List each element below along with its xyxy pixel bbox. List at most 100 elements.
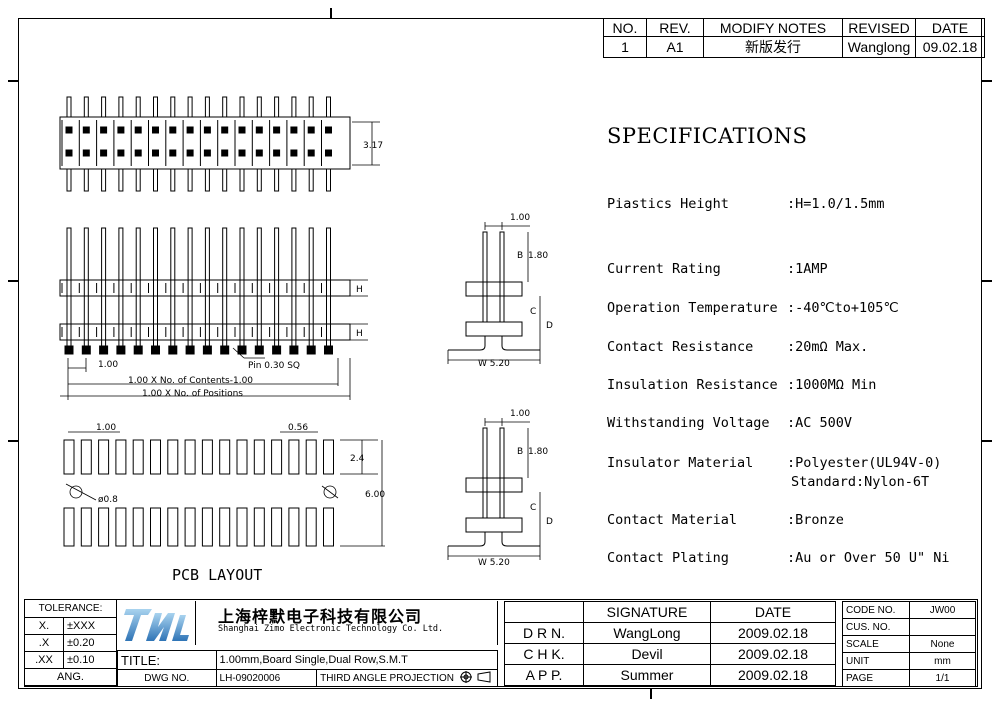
sig-role: A P P. bbox=[504, 664, 584, 686]
pcb-pad bbox=[236, 507, 248, 547]
tolerance-value: ±0.10 bbox=[63, 651, 117, 669]
side-insulator bbox=[465, 477, 523, 493]
title-value: 1.00mm,Board Single,Dual Row,S.M.T bbox=[215, 650, 499, 670]
spec-value-2: Standard:Nylon-6T bbox=[791, 474, 930, 490]
pin bbox=[101, 227, 107, 349]
pin bbox=[135, 227, 141, 349]
code-key: SCALE bbox=[842, 635, 910, 653]
pcb-pad bbox=[323, 507, 334, 547]
pcb-pad bbox=[323, 439, 334, 475]
pin-foot bbox=[185, 345, 195, 355]
spec-value: :AC 500V bbox=[787, 415, 853, 431]
pin bbox=[239, 227, 245, 349]
pin-top bbox=[135, 96, 141, 118]
pin bbox=[291, 227, 297, 349]
spec-label: Piastics Height bbox=[607, 196, 729, 212]
sig-role: D R N. bbox=[504, 622, 584, 644]
pin-foot bbox=[289, 345, 299, 355]
pcb-pad bbox=[63, 439, 75, 475]
dim-side-pitch: 1.00 bbox=[510, 213, 530, 223]
spec-row: Contact Plating:Au or Over 50 U" Ni bbox=[607, 550, 950, 566]
side-insulator bbox=[465, 281, 523, 297]
pin-square bbox=[100, 149, 108, 157]
projection-text: THIRD ANGLE PROJECTION bbox=[320, 672, 454, 684]
dim-side-w: W 5.20 bbox=[478, 558, 510, 568]
pin-foot bbox=[306, 345, 316, 355]
pin-foot bbox=[133, 345, 143, 355]
side-pin bbox=[482, 231, 488, 323]
dim-pitch: 1.00 bbox=[98, 360, 118, 370]
rev-header: REV. bbox=[646, 18, 704, 37]
frame-tick bbox=[8, 440, 18, 442]
code-value: 1/1 bbox=[909, 669, 976, 687]
pin-square bbox=[152, 126, 159, 134]
pin-foot bbox=[116, 345, 126, 355]
front-dims bbox=[60, 347, 351, 400]
sig-header: DATE bbox=[710, 601, 836, 623]
dim-pcb-pad-width: 0.56 bbox=[288, 423, 308, 433]
pin bbox=[204, 227, 210, 349]
pin-bottom bbox=[204, 168, 210, 192]
dim-side-w: W 5.20 bbox=[478, 359, 510, 369]
pin-square bbox=[221, 126, 229, 134]
pin-square bbox=[117, 126, 125, 134]
pin-bottom bbox=[170, 168, 176, 192]
tolerance-header: TOLERANCE: bbox=[24, 599, 117, 618]
pcb-pad bbox=[63, 507, 75, 547]
pin-square bbox=[273, 149, 281, 157]
spec-row: Withstanding Voltage:AC 500V bbox=[607, 415, 852, 431]
pin-bottom bbox=[308, 168, 314, 192]
pin bbox=[66, 227, 72, 349]
frame-tick bbox=[982, 80, 992, 82]
company-name-cn: 上海梓默电子科技有限公司 bbox=[218, 607, 423, 626]
code-value: None bbox=[909, 635, 976, 653]
sig-role: C H K. bbox=[504, 643, 584, 665]
rev-header: REVISED bbox=[842, 18, 916, 37]
pin-bottom bbox=[274, 168, 280, 192]
pin-square bbox=[65, 126, 73, 134]
pin-top bbox=[118, 96, 124, 118]
pin-foot bbox=[324, 345, 333, 355]
pcb-pad bbox=[80, 507, 92, 547]
code-value: mm bbox=[909, 652, 976, 670]
side-pin bbox=[499, 427, 505, 519]
pin-square bbox=[290, 126, 298, 134]
title-label: TITLE: bbox=[117, 650, 217, 670]
spec-label: Contact Resistance bbox=[607, 339, 754, 355]
pin bbox=[256, 227, 262, 349]
side-foot bbox=[448, 532, 486, 547]
pcb-pad bbox=[132, 439, 144, 475]
rev-cell: Wanglong bbox=[842, 36, 916, 58]
spec-value: :H=1.0/1.5mm bbox=[787, 196, 885, 212]
spec-label: Operation Temperature bbox=[607, 300, 778, 316]
side-insulator bbox=[465, 517, 523, 533]
pcb-pad bbox=[184, 439, 196, 475]
pcb-pad bbox=[115, 439, 127, 475]
dim-side-c: C bbox=[530, 503, 536, 513]
pin bbox=[274, 227, 280, 349]
pin-bottom bbox=[118, 168, 124, 192]
dim-h: H bbox=[356, 329, 363, 339]
pcb-pad bbox=[150, 439, 161, 475]
pin-top bbox=[187, 96, 193, 118]
pin bbox=[326, 227, 331, 349]
pin-top bbox=[308, 96, 314, 118]
tolerance-key: .X bbox=[24, 634, 64, 652]
pin-foot bbox=[168, 345, 178, 355]
title-table: TITLE:1.00mm,Board Single,Dual Row,S.M.T… bbox=[117, 650, 499, 687]
company-logo-icon bbox=[124, 609, 189, 641]
dim-pcb-hole: ø0.8 bbox=[98, 495, 118, 505]
specifications-title: SPECIFICATIONS bbox=[607, 124, 808, 148]
top-height-dim bbox=[352, 121, 380, 166]
pcb-layout bbox=[63, 439, 334, 547]
dim-contents: 1.00 X No. of Contents-1.00 bbox=[128, 376, 253, 386]
pin-square bbox=[325, 149, 332, 157]
pcb-pad bbox=[80, 439, 92, 475]
pin-square bbox=[82, 149, 90, 157]
dim-side-pitch: 1.00 bbox=[510, 409, 530, 419]
side-insulator bbox=[465, 321, 523, 337]
company-box bbox=[195, 601, 498, 645]
pin-top bbox=[66, 96, 72, 118]
pin-square bbox=[169, 126, 177, 134]
